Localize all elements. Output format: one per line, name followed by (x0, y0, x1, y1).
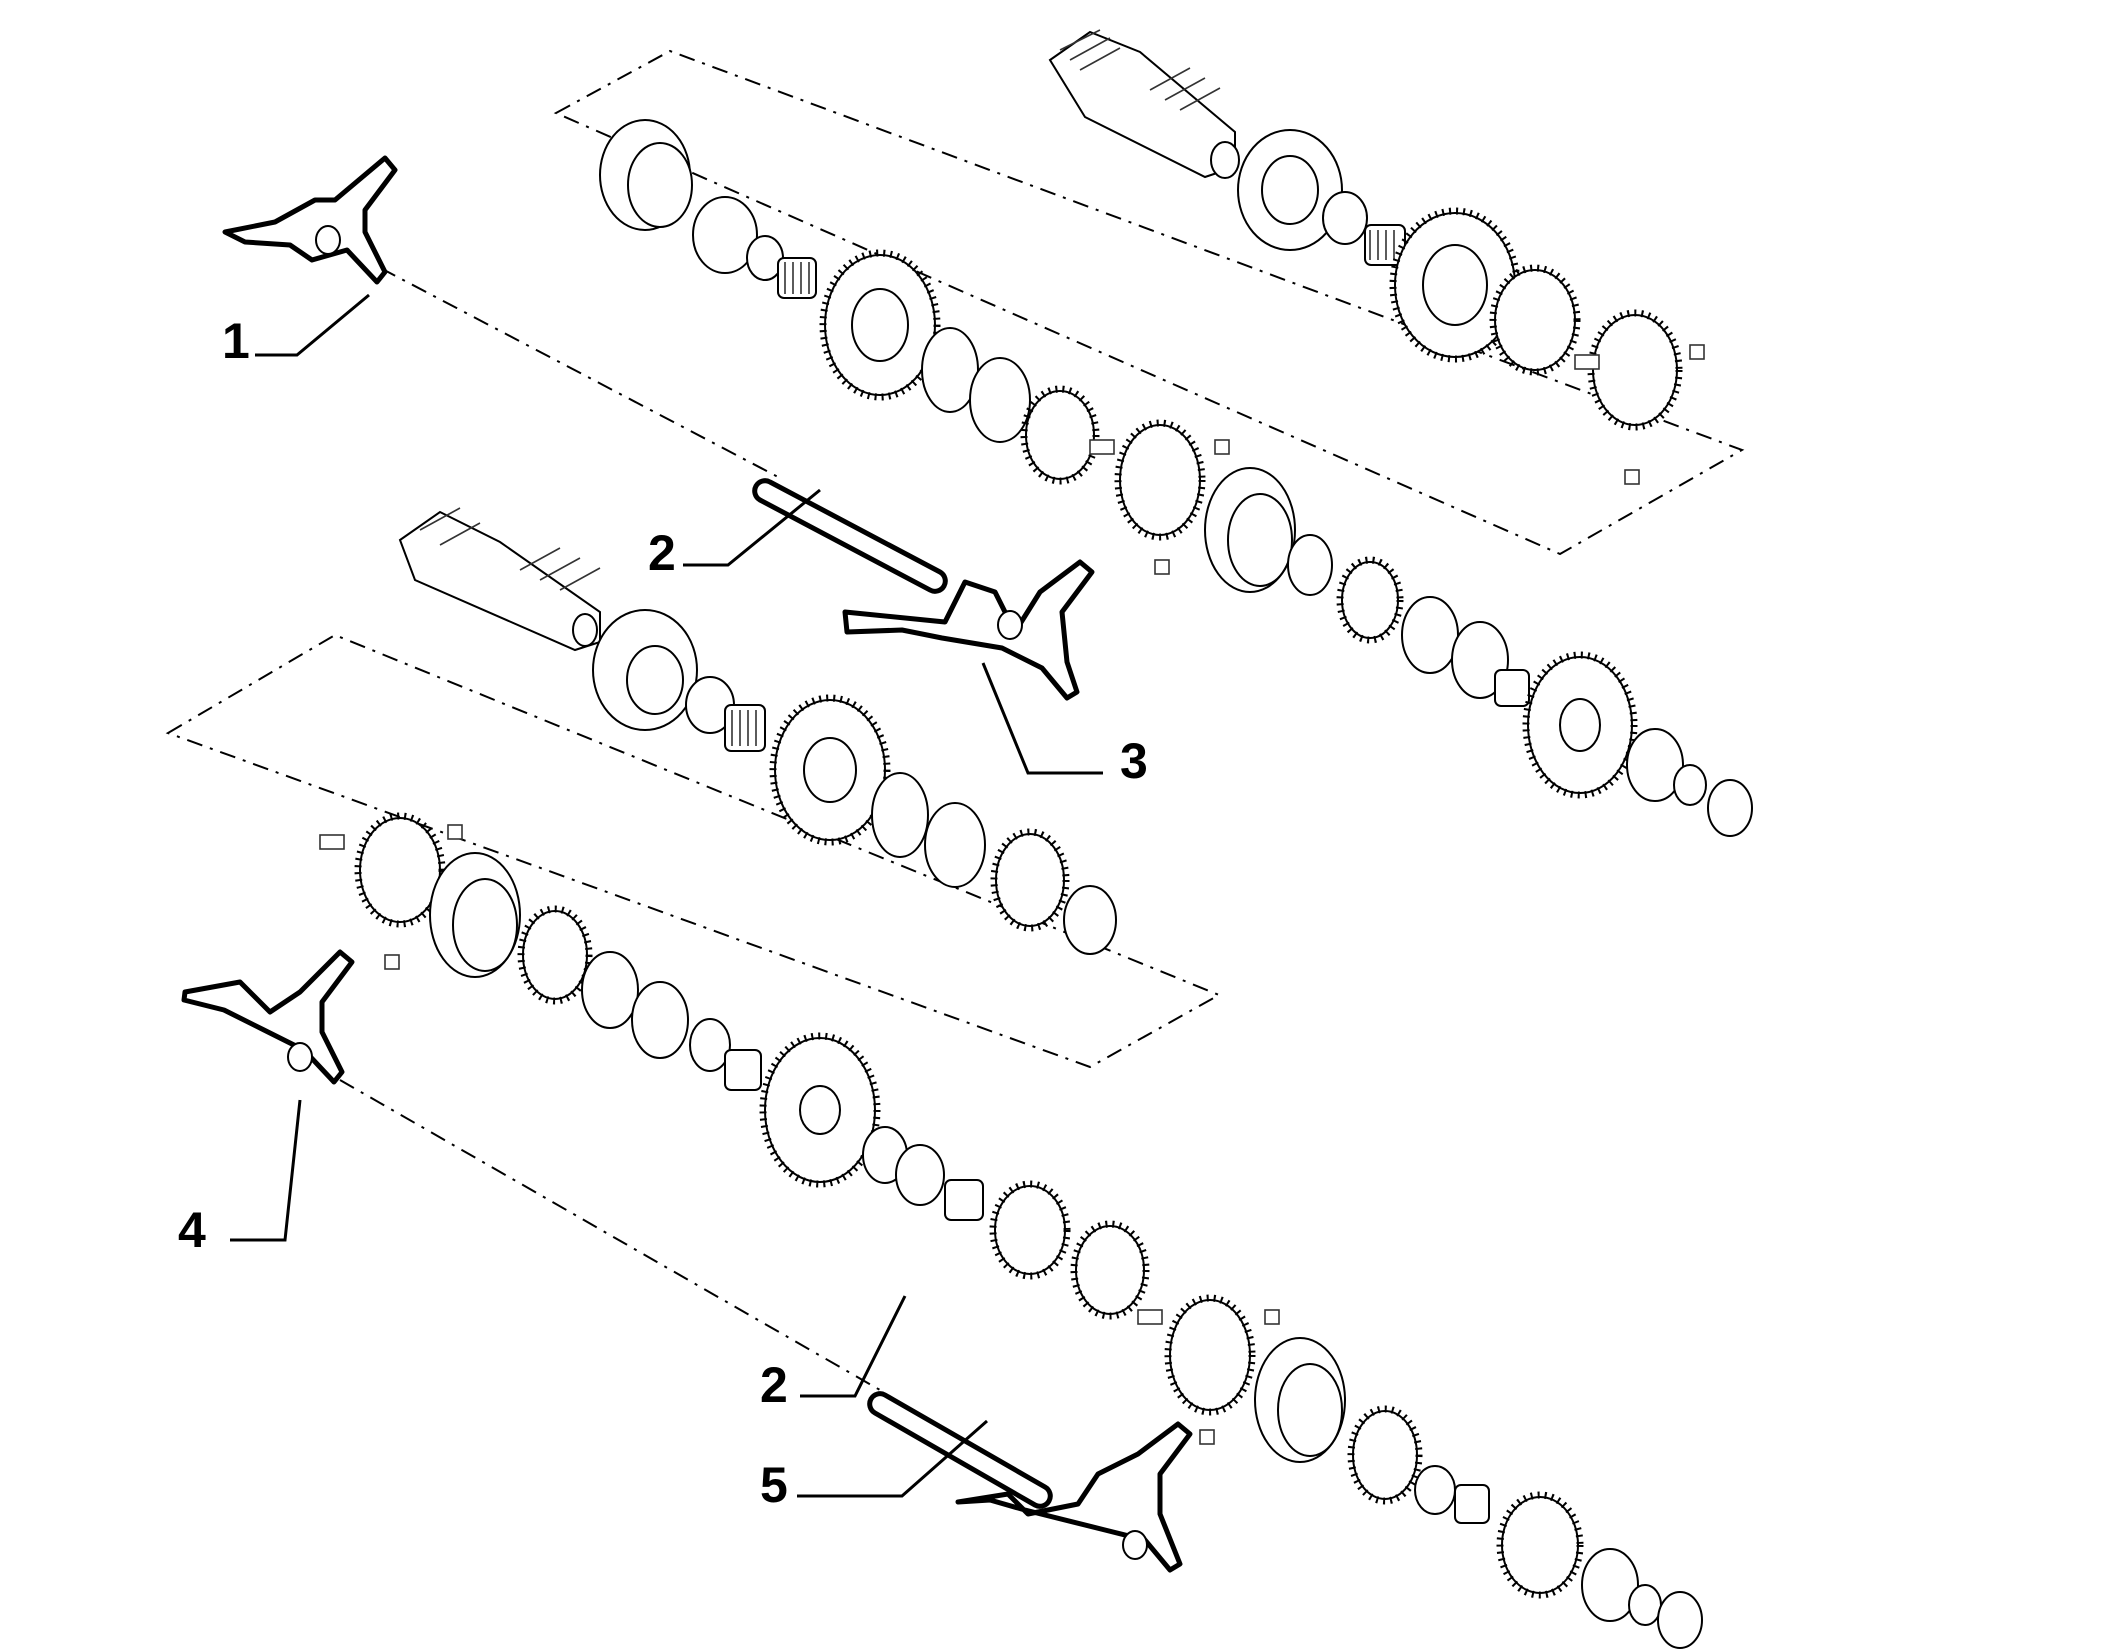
callout-number-5: 5 (760, 1457, 788, 1513)
callout-number-2-upper: 2 (648, 525, 676, 581)
axis-fork-1 (349, 251, 781, 479)
middle-needle-bearing (724, 704, 766, 752)
leader-line-5 (797, 1419, 988, 1498)
upper-group-outline (553, 49, 1745, 556)
callout-number-1: 1 (222, 313, 250, 369)
upper-synchro-ring-b (1025, 390, 1095, 480)
lower-hub-left (359, 817, 441, 923)
leader-line-3 (981, 662, 1103, 775)
shift-rod-upper (752, 478, 948, 594)
callout-number-2-lower: 2 (760, 1357, 788, 1413)
leader-line-2-lower (800, 1295, 907, 1398)
shift-fork-3 (842, 559, 1095, 701)
middle-input-shaft (398, 507, 601, 652)
shift-fork-4 (181, 949, 355, 1085)
upper-needle-bearing-left (777, 257, 817, 299)
shift-fork-1 (222, 155, 398, 285)
upper-snap-ring (1322, 191, 1368, 245)
lower-group-outline (165, 633, 1222, 1069)
callout-number-4: 4 (178, 1202, 206, 1258)
leader-line-4 (230, 1099, 302, 1242)
lower-gear-b (994, 1185, 1066, 1275)
shift-rod-lower (867, 1391, 1053, 1509)
upper-synchro-ring-a (1494, 269, 1576, 371)
shift-fork-5 (955, 1421, 1193, 1573)
leader-line-2-upper (683, 488, 821, 567)
leader-line-1 (255, 293, 370, 357)
upper-output-shaft (1048, 29, 1240, 179)
callout-number-3: 3 (1120, 733, 1148, 789)
